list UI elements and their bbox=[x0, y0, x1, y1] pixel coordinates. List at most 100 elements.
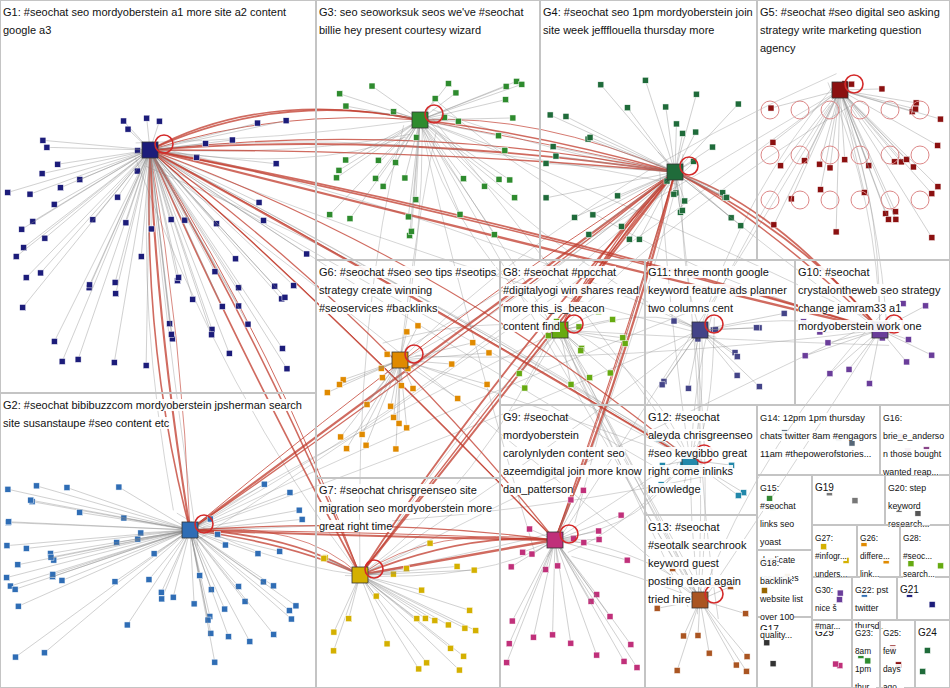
group-label: G4: #seochat seo 1pm mordyoberstein join… bbox=[543, 6, 753, 36]
tie-line bbox=[190, 530, 289, 611]
tie-line bbox=[345, 540, 555, 576]
vertex bbox=[279, 345, 285, 351]
group-label-wrap: G16: brie_e_anderson those bought wanted… bbox=[881, 406, 949, 480]
vertex bbox=[124, 622, 130, 628]
group-label: G24 bbox=[918, 627, 937, 638]
tie-line bbox=[618, 172, 675, 196]
vertex bbox=[507, 177, 513, 183]
group-label-wrap: G9: #seochat mordyoberstein carolynlyden… bbox=[501, 406, 644, 498]
group-label-wrap: G11: three month google keyword feature … bbox=[646, 261, 794, 317]
group-label-wrap: G30: nice š #mar... bbox=[813, 578, 851, 634]
vertex bbox=[470, 340, 476, 346]
self-loop bbox=[405, 345, 423, 363]
group-box: G2: #seochat bibibuzzcom mordyoberstein … bbox=[0, 393, 316, 688]
group-label-wrap: G4: #seochat seo 1pm mordyoberstein join… bbox=[541, 1, 756, 39]
vertex bbox=[659, 382, 665, 388]
vertex bbox=[321, 556, 327, 562]
vertex bbox=[473, 628, 479, 634]
vertex bbox=[261, 481, 267, 487]
group-label-wrap: G13: #seochat #seotalk searchrook keywor… bbox=[646, 516, 756, 608]
group-box: G15: #seochat links seo yoast duplicate … bbox=[757, 475, 812, 550]
vertex bbox=[15, 562, 21, 568]
group-box: G4: #seochat seo 1pm mordyoberstein join… bbox=[540, 0, 757, 260]
tie-line bbox=[420, 120, 499, 179]
vertex bbox=[460, 176, 466, 182]
tie-line bbox=[840, 90, 901, 162]
vertex bbox=[568, 381, 574, 387]
vertex bbox=[502, 147, 508, 153]
vertex bbox=[347, 216, 353, 222]
group-label-wrap: G12: #seochat aleyda chrisgreenseo #seo … bbox=[646, 406, 756, 498]
vertex bbox=[818, 187, 824, 193]
tie-line bbox=[54, 150, 150, 341]
tie-line bbox=[840, 90, 932, 238]
vertex bbox=[734, 372, 740, 378]
vertex bbox=[23, 275, 29, 281]
vertex bbox=[619, 223, 625, 229]
vertex bbox=[920, 668, 926, 674]
tie-line bbox=[150, 150, 294, 286]
tie-line bbox=[525, 330, 560, 388]
vertex bbox=[388, 403, 394, 409]
vertex bbox=[116, 484, 122, 490]
vertex bbox=[59, 358, 65, 364]
tie-line bbox=[43, 140, 150, 150]
vertex bbox=[384, 351, 390, 357]
vertex bbox=[236, 583, 242, 589]
vertex bbox=[770, 661, 776, 667]
group-box: G10: #seochat crystalontheweb seo strate… bbox=[795, 260, 950, 405]
tie-line bbox=[589, 172, 675, 234]
mention-line bbox=[150, 150, 690, 460]
mention-line bbox=[420, 120, 675, 172]
vertex bbox=[327, 212, 333, 218]
vertex bbox=[324, 390, 330, 396]
vertex bbox=[12, 654, 18, 660]
vertex bbox=[620, 335, 626, 341]
tie-line bbox=[334, 575, 360, 632]
tie-line bbox=[420, 84, 522, 120]
tie-line bbox=[26, 530, 190, 548]
vertex bbox=[170, 594, 176, 600]
tie-line bbox=[190, 530, 250, 642]
group-box: G6: #seochat #seo seo tips #seotips stra… bbox=[316, 260, 500, 478]
group-label: G10: #seochat crystalontheweb seo strate… bbox=[798, 266, 940, 332]
tie-line bbox=[150, 150, 229, 353]
vertex bbox=[572, 214, 578, 220]
group-label: G11: three month google keyword feature … bbox=[648, 266, 787, 314]
group-label: G12: #seochat aleyda chrisgreenseo #seo … bbox=[648, 411, 753, 495]
vertex bbox=[484, 381, 490, 387]
tie-line bbox=[771, 90, 840, 108]
tie-line bbox=[150, 150, 215, 272]
tie-line bbox=[190, 530, 291, 619]
vertex bbox=[15, 603, 21, 609]
vertex bbox=[827, 371, 833, 377]
vertex bbox=[5, 189, 11, 195]
group-label: G26: differe... link... bbox=[860, 533, 890, 579]
vertex bbox=[770, 139, 776, 145]
vertex bbox=[111, 360, 117, 366]
group-box: G8: #seochat #ppcchat #digitalyogi win s… bbox=[500, 260, 645, 405]
tie-line bbox=[340, 94, 420, 120]
group-label-wrap: G8: #seochat #ppcchat #digitalyogi win s… bbox=[501, 261, 644, 335]
vertex bbox=[113, 291, 119, 297]
tie-line bbox=[677, 600, 700, 670]
vertex bbox=[59, 577, 65, 583]
tie-line bbox=[360, 570, 474, 575]
tie-line bbox=[700, 330, 759, 387]
tie-line bbox=[347, 360, 400, 449]
vertex bbox=[391, 109, 397, 115]
vertex bbox=[39, 171, 45, 177]
vertex bbox=[682, 198, 688, 204]
vertex bbox=[453, 90, 459, 96]
vertex bbox=[598, 82, 604, 88]
vertex bbox=[167, 321, 173, 327]
vertex bbox=[13, 254, 19, 260]
vertex bbox=[23, 545, 29, 551]
tie-line bbox=[336, 120, 420, 178]
vertex bbox=[343, 103, 349, 109]
tie-line bbox=[360, 575, 451, 648]
vertex bbox=[398, 383, 404, 389]
tie-line bbox=[36, 486, 190, 530]
tie-line bbox=[601, 85, 675, 172]
vertex bbox=[590, 212, 596, 218]
